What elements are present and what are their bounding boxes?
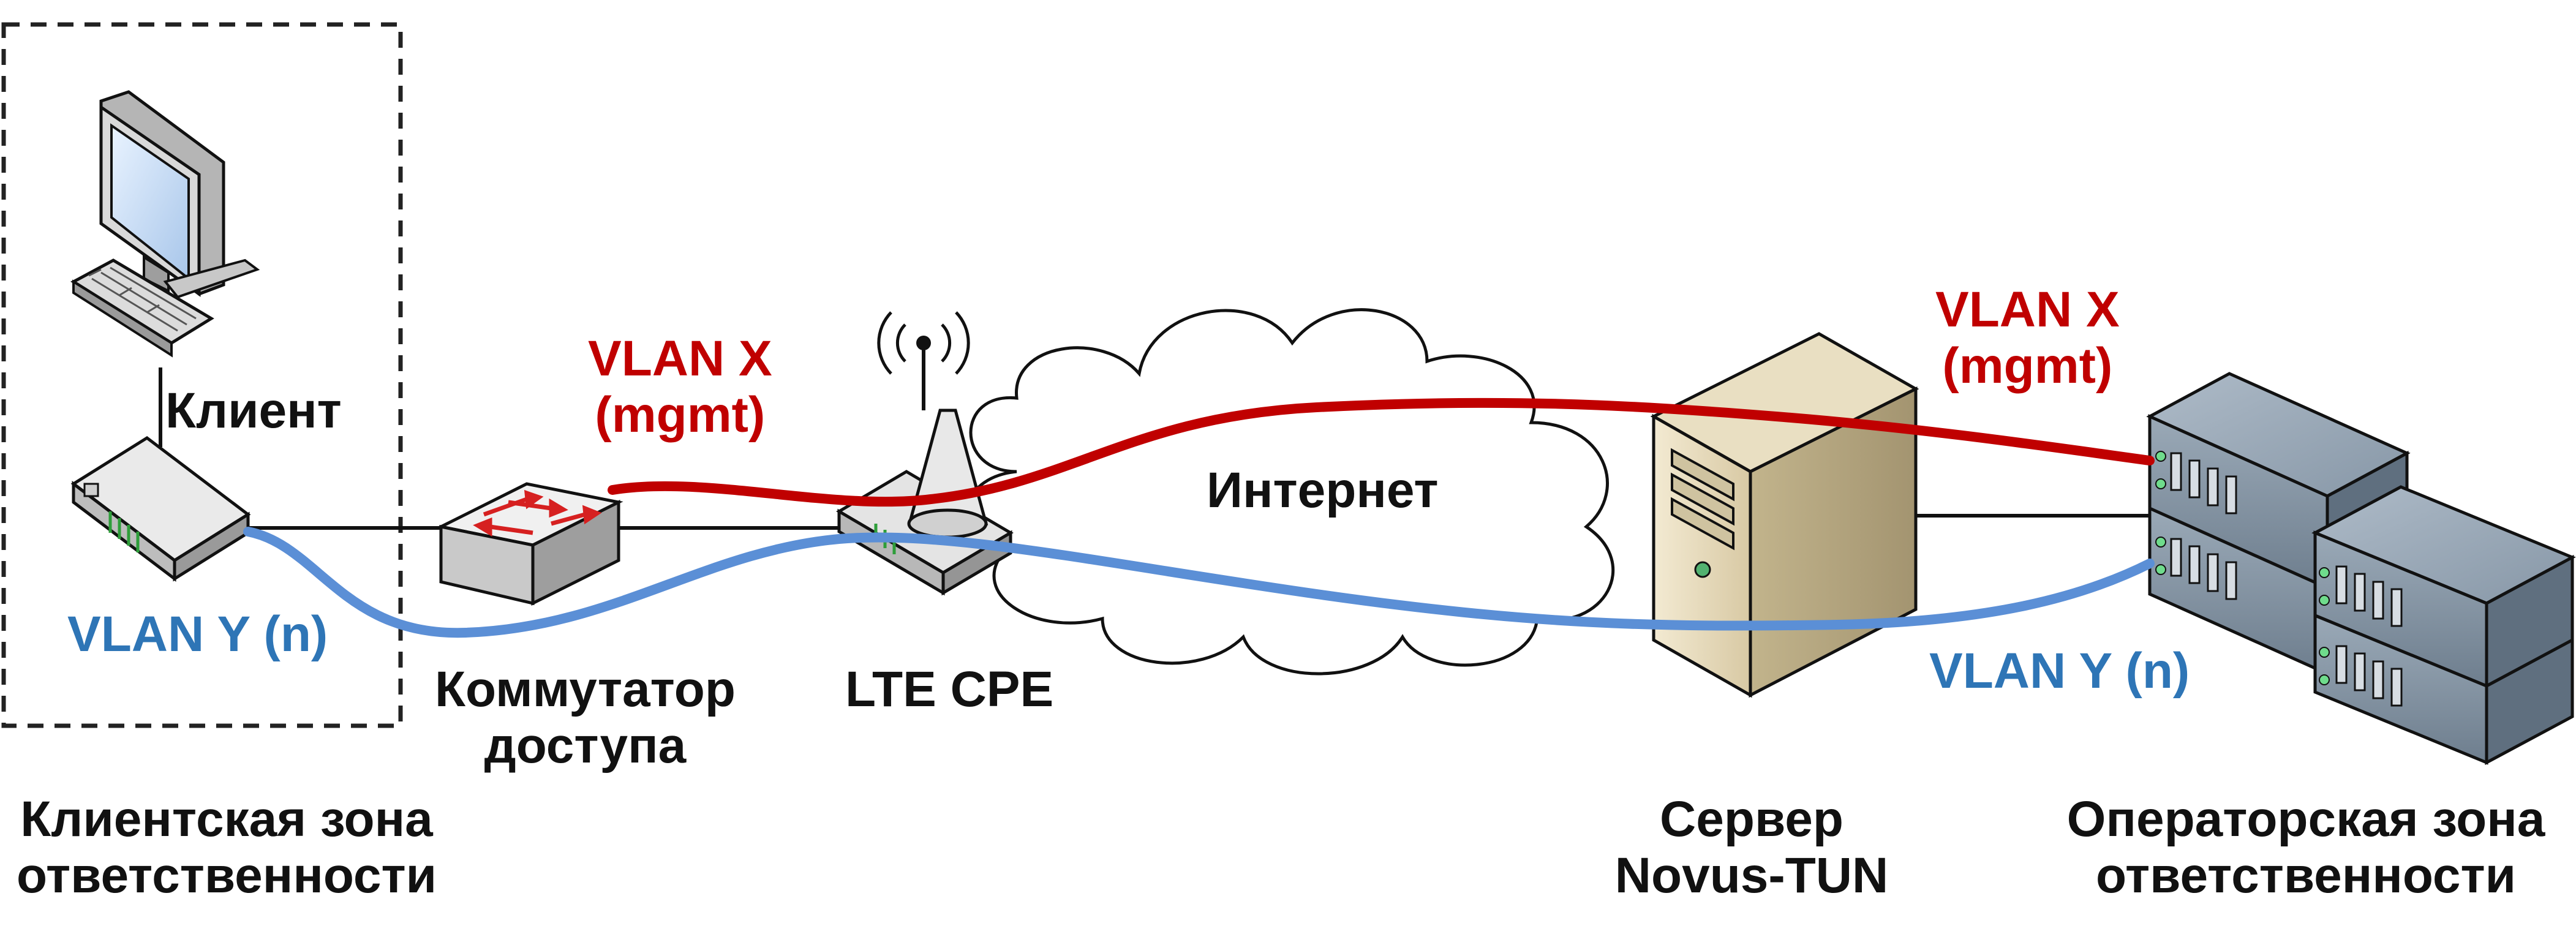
vlan-x-mgmt-right-line1: VLAN X bbox=[1935, 282, 2120, 337]
physical-links bbox=[159, 367, 2150, 530]
vlan-x-mgmt-label-right: VLAN X (mgmt) bbox=[1935, 282, 2120, 394]
internet-label: Интернет bbox=[1207, 462, 1439, 518]
server-tower-icon bbox=[1650, 332, 1919, 698]
vlan-y-data-path bbox=[243, 527, 2155, 638]
vlan-y-label-right: VLAN Y (n) bbox=[1929, 643, 2190, 699]
client-zone-border bbox=[1, 22, 403, 728]
server-line2: Novus-TUN bbox=[1614, 847, 1889, 903]
desktop-computer-icon bbox=[70, 90, 260, 358]
access-switch-line2: доступа bbox=[484, 717, 687, 774]
vlan-x-mgmt-path bbox=[608, 397, 2155, 507]
client-zone-line2: ответственности bbox=[16, 847, 437, 903]
operator-zone-line1: Операторская зона bbox=[2066, 791, 2545, 847]
access-switch-icon bbox=[436, 482, 623, 606]
server-line1: Сервер bbox=[1660, 791, 1843, 847]
operator-zone-label: Операторская зона ответственности bbox=[2039, 791, 2572, 904]
operator-server-racks-icon bbox=[2146, 372, 2576, 766]
vlan-x-mgmt-label-left: VLAN X (mgmt) bbox=[588, 331, 772, 443]
operator-zone-line2: ответственности bbox=[2095, 847, 2517, 903]
vlan-x-mgmt-line2: (mgmt) bbox=[595, 386, 766, 443]
client-zone-line1: Клиентская зона bbox=[20, 791, 433, 847]
client-router-icon bbox=[70, 435, 251, 582]
access-switch-label: Коммутатор доступа bbox=[435, 661, 736, 774]
client-zone-label: Клиентская зона ответственности bbox=[0, 791, 453, 904]
server-label: Сервер Novus-TUN bbox=[1586, 791, 1917, 904]
access-switch-line1: Коммутатор bbox=[435, 661, 736, 717]
client-label: Клиент bbox=[165, 383, 342, 439]
vlan-x-mgmt-line1: VLAN X bbox=[588, 331, 772, 386]
lte-cpe-label: LTE CPE bbox=[845, 661, 1054, 717]
vlan-y-label-left: VLAN Y (n) bbox=[67, 606, 328, 662]
vlan-x-mgmt-right-line2: (mgmt) bbox=[1942, 337, 2113, 394]
